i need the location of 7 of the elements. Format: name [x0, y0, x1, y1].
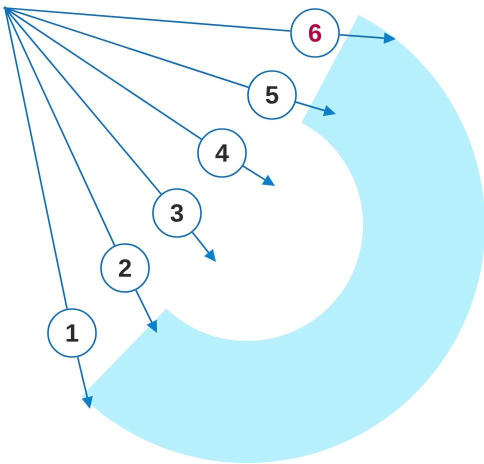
connector-line: [4, 9, 116, 246]
connector-line: [4, 10, 68, 309]
connector-line: [5, 8, 162, 195]
connector-line: [6, 8, 249, 88]
connector-line: [6, 8, 202, 140]
origin-point: [4, 6, 6, 10]
connector-line: [6, 7, 290, 32]
